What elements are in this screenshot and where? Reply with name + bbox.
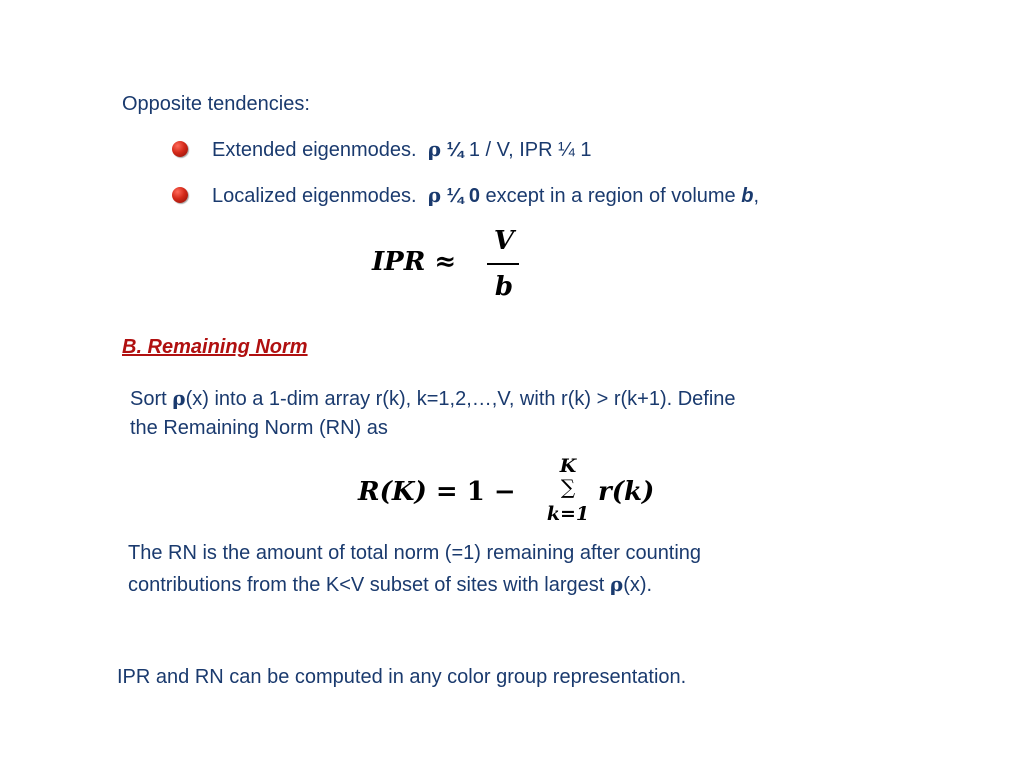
bullet-localized: Localized eigenmodes. ρ ¼ 0 except in a …: [212, 183, 759, 208]
intro-text: Opposite tendencies:: [122, 93, 310, 115]
conclusion-text: IPR and RN can be computed in any color …: [117, 666, 687, 688]
rho-argument: (x): [185, 388, 209, 410]
rn-def-pre: Sort: [130, 388, 167, 410]
bullet-icon: [172, 187, 188, 203]
rn-definition-line2: the Remaining Norm (RN) as: [130, 417, 388, 439]
approx-symbol: ¼: [446, 185, 464, 207]
section-heading: B. Remaining Norm: [122, 336, 308, 358]
ipr-numerator: V: [493, 226, 515, 256]
approx-operator: ≈: [434, 247, 457, 277]
bullet-tail: ,: [753, 185, 760, 207]
bullet-lead: Localized eigenmodes.: [212, 185, 417, 207]
rho-symbol: ρ: [427, 183, 442, 207]
bullet-rest: 1 / V, IPR ¼ 1: [468, 139, 592, 161]
ipr-lhs: IPR: [372, 247, 426, 277]
rn-lhs: R(K): [358, 477, 427, 507]
sum-icon: ∑: [560, 475, 576, 499]
rho-symbol: ρ: [609, 572, 624, 596]
rn-definition-line1: Sort ρ(x) into a 1-dim array r(k), k=1,2…: [130, 386, 736, 411]
sum-upper-limit: K: [559, 455, 577, 477]
rho-symbol: ρ: [427, 137, 442, 161]
zero-value: 0: [468, 185, 480, 207]
rho-symbol: ρ: [172, 386, 186, 410]
rn-def-post: into a 1-dim array r(k), k=1,2,…,V, with…: [214, 388, 736, 410]
rn-exp-post: (x).: [623, 574, 653, 596]
bullet-rest: except in a region of volume: [485, 185, 736, 207]
sum-lower-limit: k=1: [546, 503, 590, 525]
volume-variable: b: [741, 185, 754, 207]
rn-equals: = 1 −: [435, 477, 516, 507]
rn-term: r(k): [598, 477, 655, 507]
rn-explanation-line2: contributions from the K<V subset of sit…: [128, 572, 652, 597]
rn-explanation-line1: The RN is the amount of total norm (=1) …: [128, 542, 702, 564]
ipr-denominator: b: [494, 272, 514, 302]
bullet-extended: Extended eigenmodes. ρ ¼ 1 / V, IPR ¼ 1: [212, 137, 592, 162]
bullet-icon: [172, 141, 188, 157]
bullet-lead: Extended eigenmodes.: [212, 139, 417, 161]
approx-symbol: ¼: [446, 139, 464, 161]
fraction-bar: [487, 263, 519, 265]
rn-exp-pre: contributions from the K<V subset of sit…: [128, 574, 605, 596]
